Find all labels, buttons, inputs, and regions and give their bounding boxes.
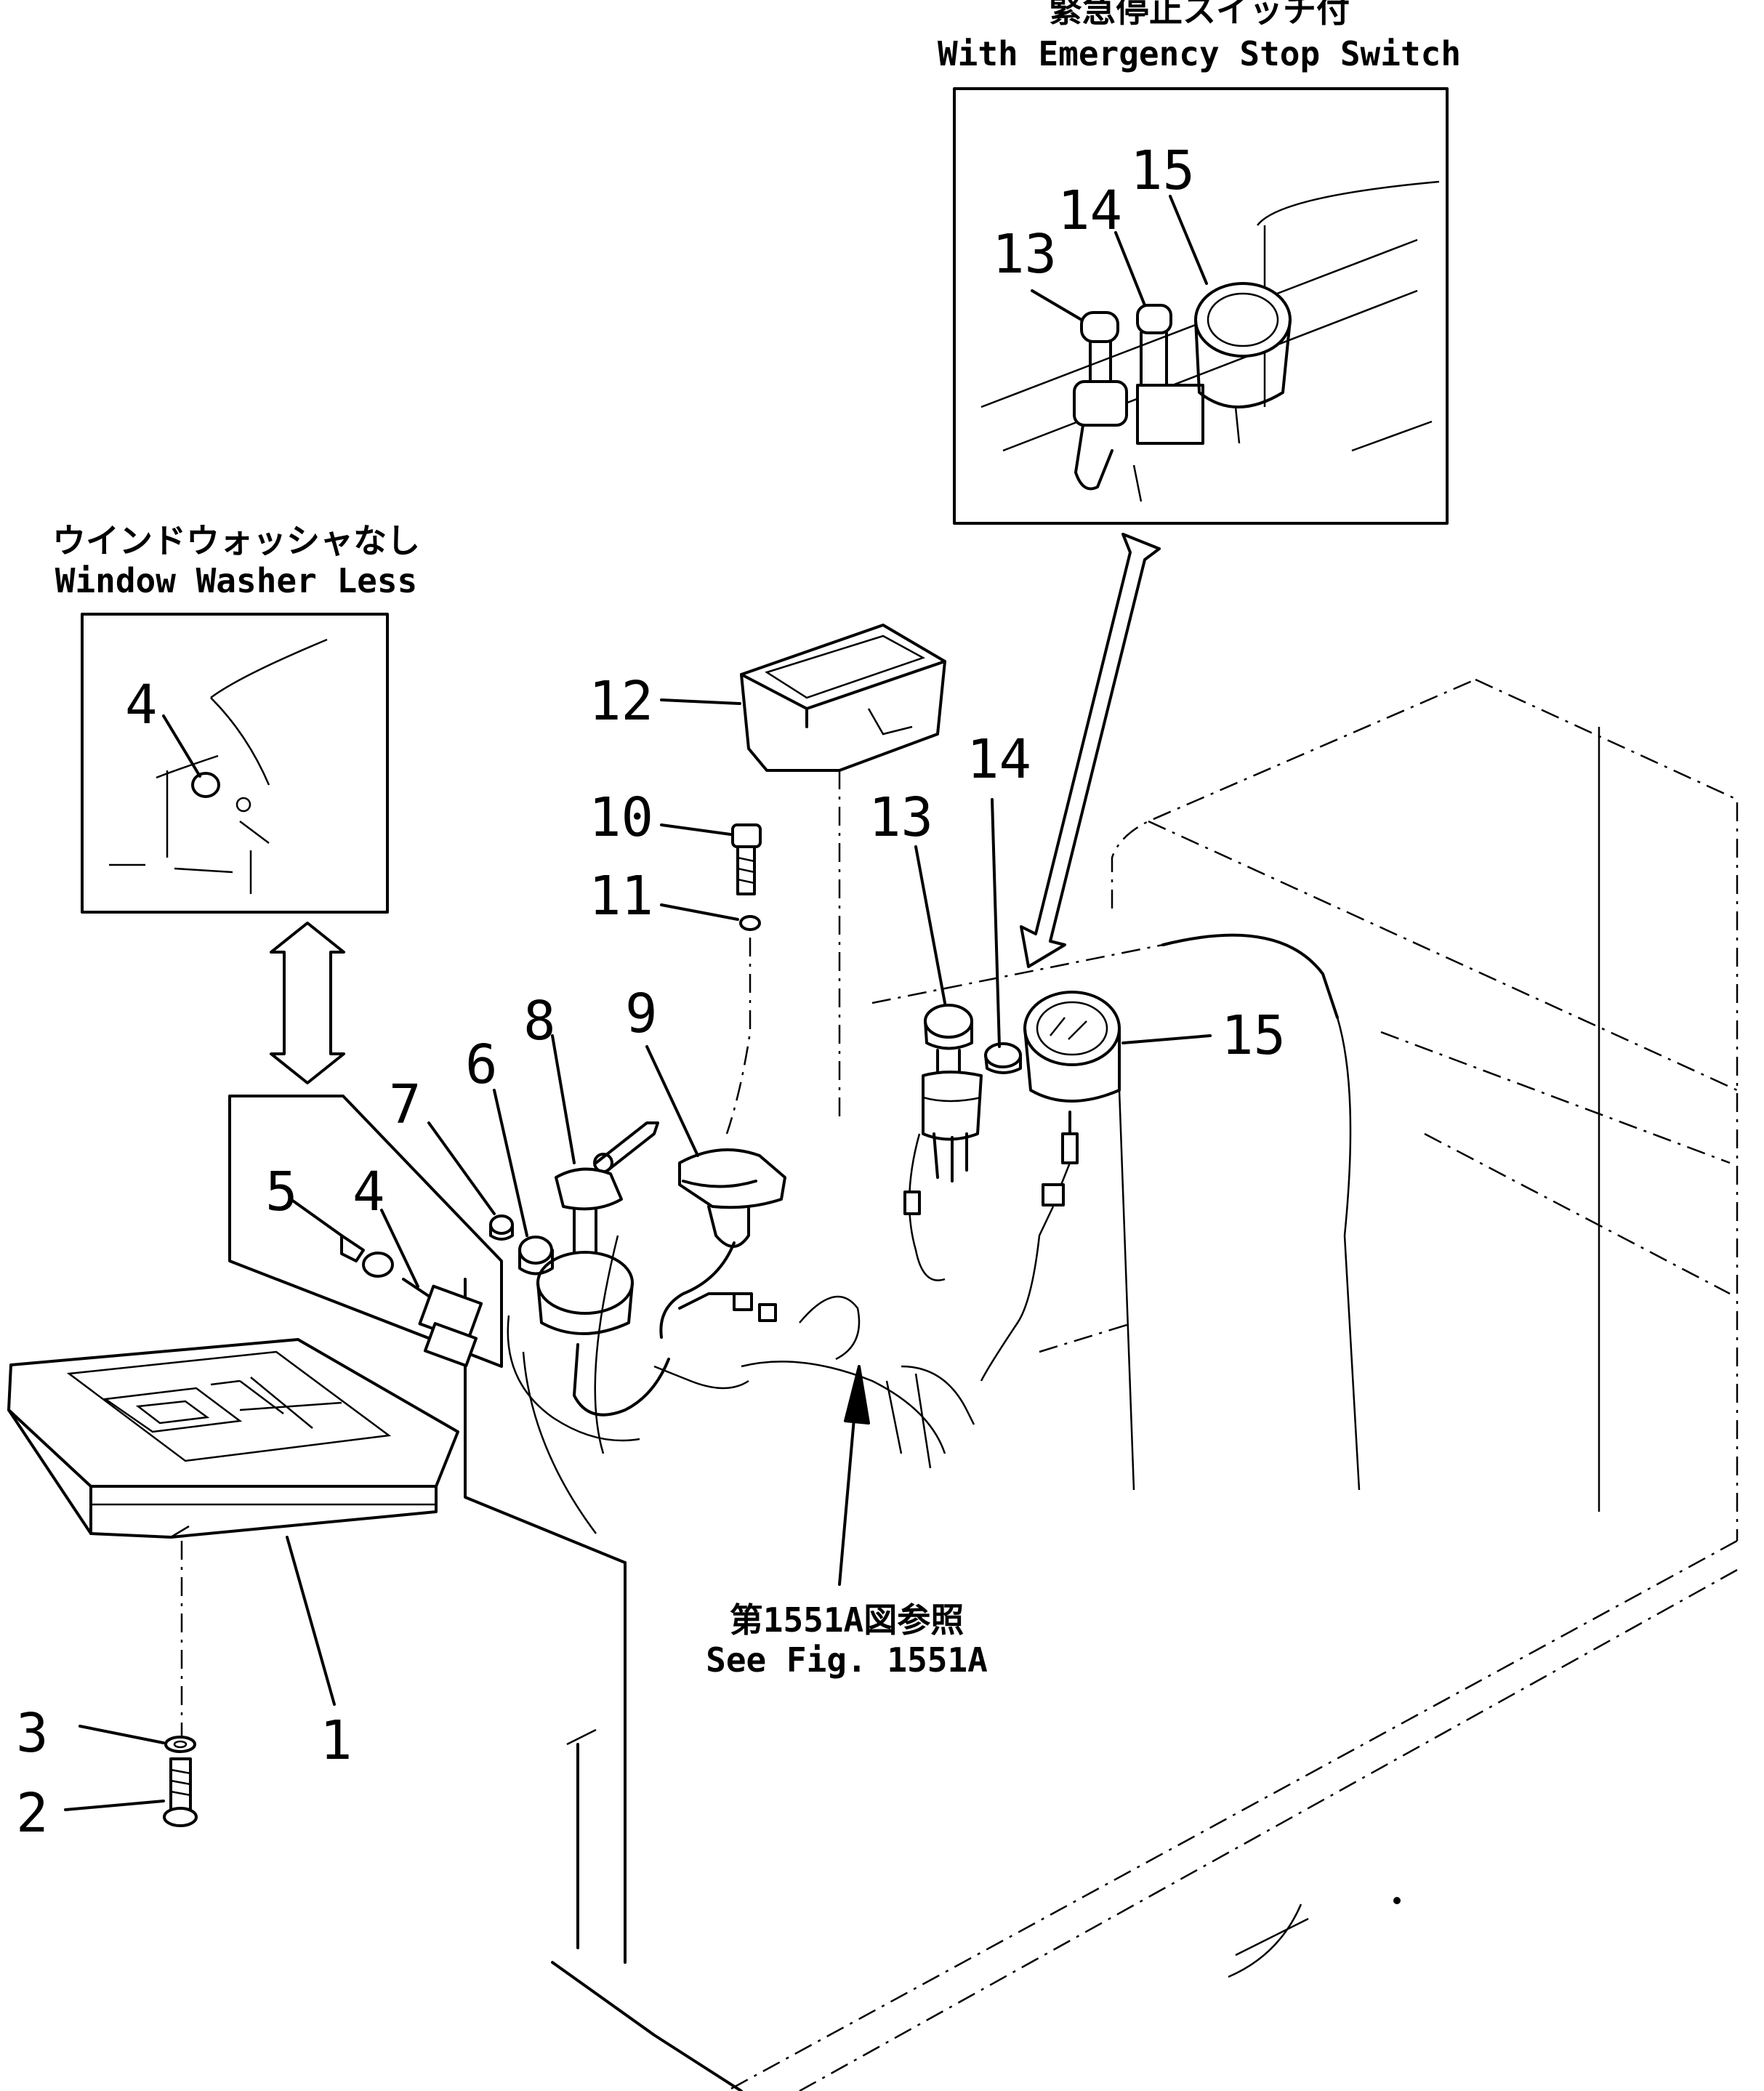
double-arrow-washer [270, 922, 345, 1084]
callout-14: 14 [967, 728, 1031, 791]
callout-15-inset: 15 [1130, 140, 1195, 202]
callout-8: 8 [523, 990, 556, 1052]
lamp-9: 9 [625, 983, 786, 1339]
bolt-washer-2-3: 3 2 [16, 1702, 198, 1845]
cap-7: 7 [389, 1073, 514, 1241]
gauge-15: 15 [980, 991, 1286, 1382]
callout-12: 12 [589, 670, 653, 733]
callout-6: 6 [465, 1034, 498, 1096]
switch-13: 13 [869, 786, 983, 1281]
wiring-harness [507, 1235, 975, 1469]
caption-ref-jp: 第1551A図参照 [730, 1600, 964, 1640]
caption-washer-en: Window Washer Less [55, 561, 418, 600]
bolt-10-washer-11: 10 11 [589, 786, 762, 1135]
callout-13: 13 [869, 786, 933, 849]
callout-9: 9 [625, 983, 658, 1045]
callout-14-inset: 14 [1058, 180, 1122, 242]
caption-emergency-jp: 緊急停止スイッチ付 [1049, 0, 1350, 30]
double-arrow-emergency [1020, 533, 1161, 968]
callout-4: 4 [353, 1161, 385, 1223]
callout-4-inset: 4 [125, 674, 158, 736]
reference-arrow: 第1551A図参照 See Fig. 1551A [706, 1365, 988, 1680]
callout-3: 3 [16, 1702, 49, 1765]
key-switch-8: 8 [523, 990, 670, 1417]
monitor-panel: 1 [7, 1338, 459, 1772]
callout-10: 10 [589, 786, 653, 849]
inset-window-washer-less: ウインドウォッシャなし Window Washer Less 4 [52, 521, 420, 914]
callout-2: 2 [16, 1782, 49, 1845]
switch-bracket: 5 4 [228, 1095, 503, 1368]
speck [1393, 1897, 1401, 1904]
caption-washer-jp: ウインドウォッシャなし [52, 521, 420, 560]
switch-14: 14 [967, 728, 1031, 1074]
caption-emergency-en: With Emergency Stop Switch [938, 34, 1461, 73]
callout-1: 1 [320, 1709, 353, 1772]
callout-15: 15 [1221, 1004, 1286, 1067]
caption-ref-en: See Fig. 1551A [706, 1640, 988, 1680]
callout-11: 11 [589, 865, 653, 927]
inset-emergency-stop: 緊急停止スイッチ付 With Emergency Stop Switch 13 … [938, 0, 1461, 525]
cab-body-outline [464, 678, 1739, 2091]
knob-6: 6 [465, 1034, 554, 1276]
callout-7: 7 [389, 1073, 422, 1136]
callout-5: 5 [265, 1161, 298, 1223]
cover-12: 12 [589, 624, 946, 1119]
callout-13-inset: 13 [992, 223, 1057, 286]
